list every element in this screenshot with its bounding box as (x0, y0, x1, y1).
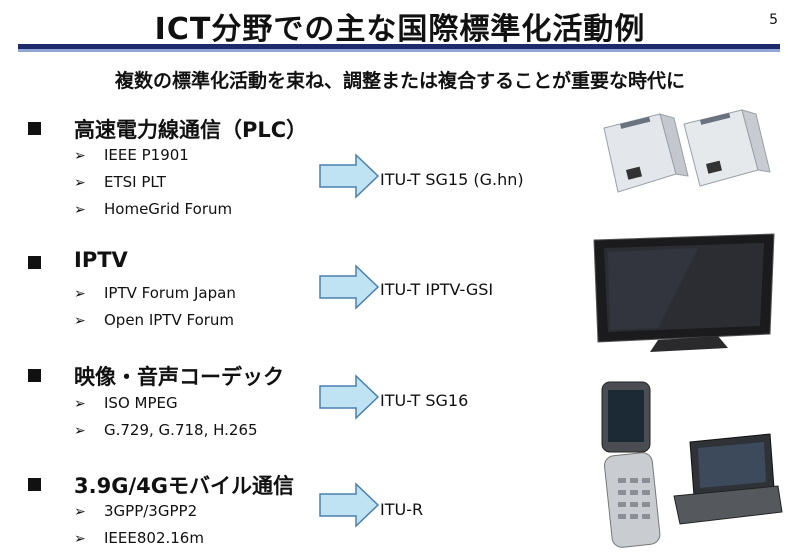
item-label: G.729, G.718, H.265 (104, 421, 258, 439)
triangle-arrow-icon: ➢ (74, 175, 86, 191)
list-item: ➢ IEEE802.16m (74, 529, 204, 547)
standard-target: ITU-R (380, 500, 424, 519)
square-bullet-icon (28, 478, 41, 491)
item-label: IEEE P1901 (104, 146, 189, 164)
plc-adapter-image (603, 109, 771, 193)
list-item: ➢ HomeGrid Forum (74, 200, 232, 218)
standard-target: ITU-T SG16 (380, 391, 469, 410)
standard-target: ITU-T IPTV-GSI (380, 280, 494, 299)
triangle-arrow-icon: ➢ (74, 286, 86, 302)
square-bullet-icon (28, 369, 41, 382)
list-item: ➢ ETSI PLT (74, 173, 166, 191)
triangle-arrow-icon: ➢ (74, 423, 86, 439)
item-label: 3GPP/3GPP2 (104, 502, 198, 520)
list-item: ➢ IPTV Forum Japan (74, 284, 236, 302)
square-bullet-icon (28, 122, 41, 135)
section-heading: 高速電力線通信（PLC） (74, 118, 308, 142)
triangle-arrow-icon: ➢ (74, 313, 86, 329)
section-heading: 3.9G/4Gモバイル通信 (74, 474, 294, 498)
triangle-arrow-icon: ➢ (74, 504, 86, 520)
section-heading: IPTV (74, 248, 128, 272)
list-item: ➢ ISO MPEG (74, 394, 178, 412)
triangle-arrow-icon: ➢ (74, 202, 86, 218)
triangle-arrow-icon: ➢ (74, 148, 86, 164)
section-heading: 映像・音声コーデック (74, 365, 284, 389)
mobile-phones-image (601, 381, 783, 548)
title-rule-accent (18, 49, 780, 52)
slide-title: ICT分野での主な国際標準化活動例 (154, 12, 646, 47)
right-arrow-icon (319, 264, 380, 310)
item-label: IEEE802.16m (104, 529, 204, 547)
list-item: ➢ Open IPTV Forum (74, 311, 234, 329)
item-label: ISO MPEG (104, 394, 178, 412)
list-item: ➢ G.729, G.718, H.265 (74, 421, 258, 439)
slide-subtitle: 複数の標準化活動を束ね、調整または複合することが重要な時代に (114, 70, 685, 92)
triangle-arrow-icon: ➢ (74, 396, 86, 412)
page-number: 5 (769, 12, 778, 28)
flat-tv-image (593, 233, 775, 352)
item-label: Open IPTV Forum (104, 311, 235, 329)
right-arrow-icon (319, 374, 380, 420)
standard-target: ITU-T SG15 (G.hn) (380, 170, 524, 189)
square-bullet-icon (28, 256, 41, 269)
list-item: ➢ IEEE P1901 (74, 146, 189, 164)
triangle-arrow-icon: ➢ (74, 531, 86, 547)
item-label: HomeGrid Forum (104, 200, 233, 218)
list-item: ➢ 3GPP/3GPP2 (74, 502, 197, 520)
item-label: IPTV Forum Japan (104, 284, 236, 302)
title-rule (18, 44, 780, 49)
item-label: ETSI PLT (104, 173, 166, 191)
right-arrow-icon (319, 482, 380, 528)
right-arrow-icon (319, 153, 380, 199)
